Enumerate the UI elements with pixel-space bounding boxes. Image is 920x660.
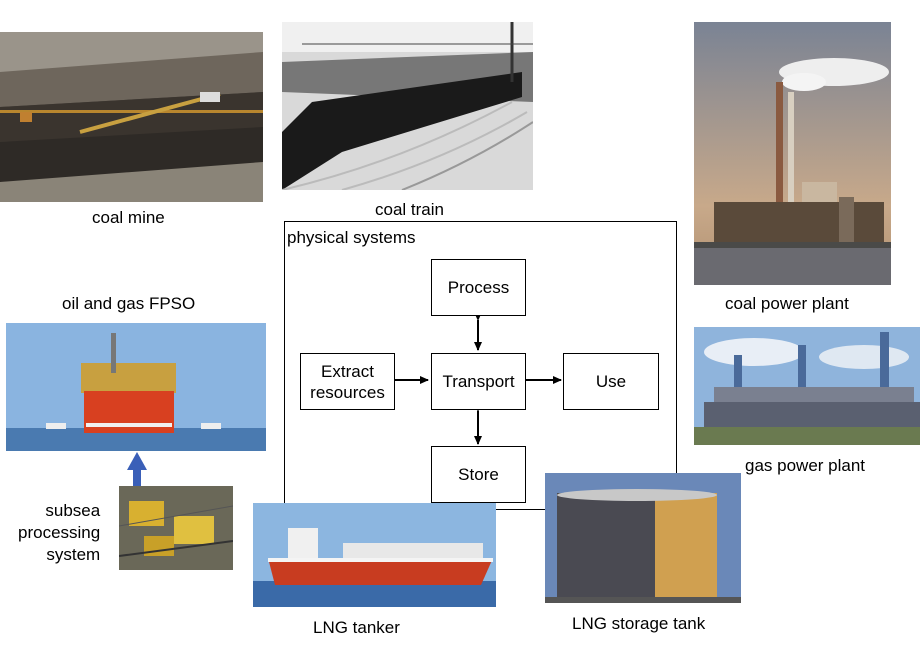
caption-coal-power-plant: coal power plant xyxy=(725,294,849,313)
subsea-photo xyxy=(119,486,233,570)
coal-power-plant-photo xyxy=(694,22,891,285)
physical-systems-label: physical systems xyxy=(287,228,416,247)
lng-tanker-photo xyxy=(253,503,496,607)
lng-storage-tank-photo xyxy=(545,473,741,603)
node-transport: Transport xyxy=(431,353,526,410)
node-use: Use xyxy=(563,353,659,410)
node-store: Store xyxy=(431,446,526,503)
caption-gas-power-plant: gas power plant xyxy=(745,456,866,475)
gas-power-plant-photo xyxy=(694,327,920,445)
fpso-photo xyxy=(6,323,266,451)
caption-coal-train: coal train xyxy=(375,200,444,219)
caption-coal-mine: coal mine xyxy=(92,208,165,227)
caption-lng-tanker: LNG tanker xyxy=(313,618,400,637)
subsea-arrow-head xyxy=(127,452,147,470)
caption-subsea: subsea processing system xyxy=(18,501,101,564)
caption-fpso: oil and gas FPSO xyxy=(62,294,196,313)
caption-lng-storage-tank: LNG storage tank xyxy=(572,614,706,633)
node-process: Process xyxy=(431,259,526,316)
coal-train-photo xyxy=(282,22,533,190)
coal-mine-photo xyxy=(0,32,263,202)
node-extract-resources: Extract resources xyxy=(300,353,395,410)
